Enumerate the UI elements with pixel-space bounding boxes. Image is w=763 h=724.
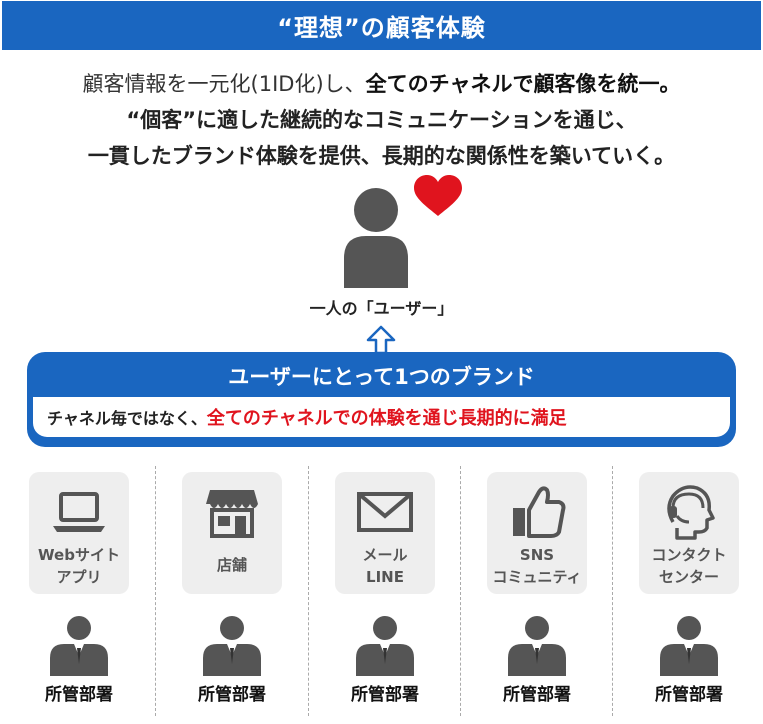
department-label: 所管部署	[198, 685, 266, 705]
brand-box-title: ユーザーにとって1つのブランド	[228, 365, 535, 389]
headset-icon	[667, 485, 715, 540]
channel-label-line1: 店舗	[216, 556, 247, 574]
column-separator	[308, 466, 309, 716]
channel-card-sns: SNS コミュニティ	[487, 472, 587, 594]
mail-icon	[357, 492, 413, 532]
brand-box-message-emphasis: 全てのチャネルでの体験を通じ長期的に満足	[206, 408, 567, 429]
user-icon	[344, 188, 408, 288]
channel-label-line2: センター	[658, 568, 719, 586]
title-banner: “理想”の顧客体験	[2, 1, 761, 50]
store-icon	[206, 490, 258, 538]
user-figure	[344, 175, 462, 288]
department-label: 所管部署	[351, 685, 419, 705]
person-icon	[356, 616, 414, 676]
channel-label-line1: コンタクト	[651, 546, 727, 564]
channel-label-line2: コミュニティ	[492, 568, 582, 586]
channel-card-store: 店舗	[182, 472, 282, 594]
department-label: 所管部署	[503, 685, 571, 705]
person-icon	[203, 616, 261, 676]
column-separator	[460, 466, 461, 716]
description-line-1: 顧客情報を一元化(1ID化)し、全てのチャネルで顧客像を統一。	[0, 68, 763, 98]
person-icon	[660, 616, 718, 676]
channel-card-web: Webサイト アプリ	[29, 472, 129, 594]
channel-label-line2: LINE	[366, 568, 404, 586]
user-label: 一人の「ユーザー」	[309, 299, 454, 318]
channel-label-line1: Webサイト	[38, 546, 120, 564]
description-line-2: “個客”に適した継続的なコミュニケーションを通じ、	[126, 108, 637, 132]
channel-label-line2: アプリ	[56, 568, 102, 586]
channel-card-mail: メール LINE	[335, 472, 435, 594]
page-title: “理想”の顧客体験	[277, 14, 486, 42]
channel-label-line1: メール	[362, 546, 408, 564]
department-label: 所管部署	[45, 685, 113, 705]
channel-card-contact: コンタクト センター	[639, 472, 739, 594]
person-icon	[508, 616, 566, 676]
column-separator	[612, 466, 613, 716]
channel-label-line1: SNS	[519, 546, 555, 564]
thumbs-up-icon	[513, 486, 566, 538]
department-label: 所管部署	[655, 685, 723, 705]
description-line-1-plain: 顧客情報を一元化(1ID化)し、	[82, 72, 366, 96]
laptop-icon	[53, 492, 105, 532]
brand-box-message: チャネル毎ではなく、全てのチャネルでの体験を通じ長期的に満足	[33, 397, 730, 437]
description-line-1-bold: 全てのチャネルで顧客像を統一。	[365, 72, 681, 96]
up-arrow-icon	[366, 325, 396, 355]
heart-icon	[414, 175, 462, 216]
brand-box-message-plain: チャネル毎ではなく、	[47, 409, 207, 428]
description-line-3: 一貫したブランド体験を提供、長期的な関係性を築いていく。	[87, 144, 676, 168]
person-icon	[50, 616, 108, 676]
column-separator	[155, 466, 156, 716]
